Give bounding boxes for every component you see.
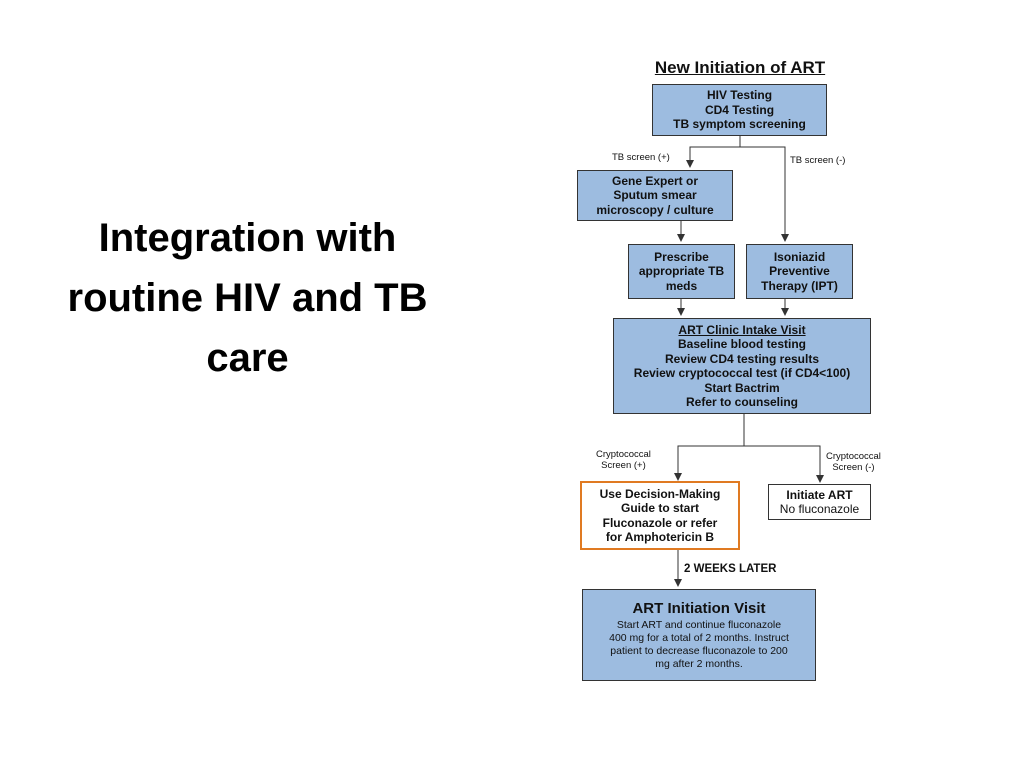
start-box-line: TB symptom screening [673,117,806,132]
prescribe-line: appropriate TB [638,264,725,279]
connector-intake-initiate [744,445,824,483]
gene-expert-box: Gene Expert or Sputum smear microscopy /… [577,170,733,221]
crypto-pos-line: Cryptococcal [596,449,651,460]
crypto-screen-negative-label: Cryptococcal Screen (-) [826,451,881,473]
final-line: patient to decrease fluconazole to 200 [610,644,788,657]
start-box-line: HIV Testing [706,88,773,103]
crypto-neg-line: Cryptococcal [826,451,881,462]
gene-expert-line: Gene Expert or [611,173,699,188]
intake-line: Baseline blood testing [677,337,806,351]
start-box: HIV Testing CD4 Testing TB symptom scree… [652,84,827,136]
final-line: 400 mg for a total of 2 months. Instruct [609,631,789,644]
decision-line: Fluconazole or refer [602,515,718,530]
crypto-screen-positive-label: Cryptococcal Screen (+) [596,449,651,471]
start-box-line: CD4 Testing [704,102,775,117]
slide-title-line: care [206,336,289,380]
tb-screen-negative-label: TB screen (-) [790,155,846,166]
decision-line: Guide to start [620,501,699,515]
slide-title: Integration with routine HIV and TB care [30,208,465,388]
prescribe-line: Prescribe [654,249,709,264]
initiate-line: Initiate ART [786,487,853,502]
intake-line: Review CD4 testing results [664,351,820,366]
ipt-line: Preventive [769,264,830,279]
initiate-line: No fluconazole [779,502,860,516]
tb-screen-positive-label: TB screen (+) [612,152,670,163]
gene-expert-line: microscopy / culture [596,202,714,217]
art-initiation-visit-box: ART Initiation Visit Start ART and conti… [582,589,816,681]
intake-line: Review cryptococcal test (if CD4<100) [633,366,851,380]
final-line: Start ART and continue fluconazole [616,618,782,631]
prescribe-line: meds [665,278,698,293]
connector-start-ipt [740,146,789,242]
slide-title-line: routine HIV and TB [67,276,428,320]
prescribe-tb-meds-box: Prescribe appropriate TB meds [628,244,735,299]
initiate-art-box: Initiate ART No fluconazole [768,484,871,520]
gene-expert-line: Sputum smear [613,188,697,203]
decision-making-guide-box: Use Decision-Making Guide to start Fluco… [580,481,740,550]
final-heading: ART Initiation Visit [632,599,766,617]
intake-heading: ART Clinic Intake Visit [678,322,806,337]
ipt-line: Therapy (IPT) [761,278,838,293]
ipt-box: Isoniazid Preventive Therapy (IPT) [746,244,853,299]
art-clinic-intake-box: ART Clinic Intake Visit Baseline blood t… [613,318,871,414]
intake-line: Refer to counseling [685,395,798,409]
decision-line: for Amphotericin B [605,530,715,544]
decision-line: Use Decision-Making [599,486,721,501]
intake-line: Start Bactrim [704,380,780,395]
final-line: mg after 2 months. [655,657,743,670]
slide-title-line: Integration with [98,216,397,260]
crypto-pos-line: Screen (+) [601,460,646,471]
connector-intake-split [674,414,745,481]
ipt-line: Isoniazid [773,249,826,264]
crypto-neg-line: Screen (-) [832,462,875,473]
two-weeks-later-label: 2 WEEKS LATER [684,563,777,575]
connector-start-split [686,135,741,168]
flowchart-title: New Initiation of ART [654,58,826,77]
